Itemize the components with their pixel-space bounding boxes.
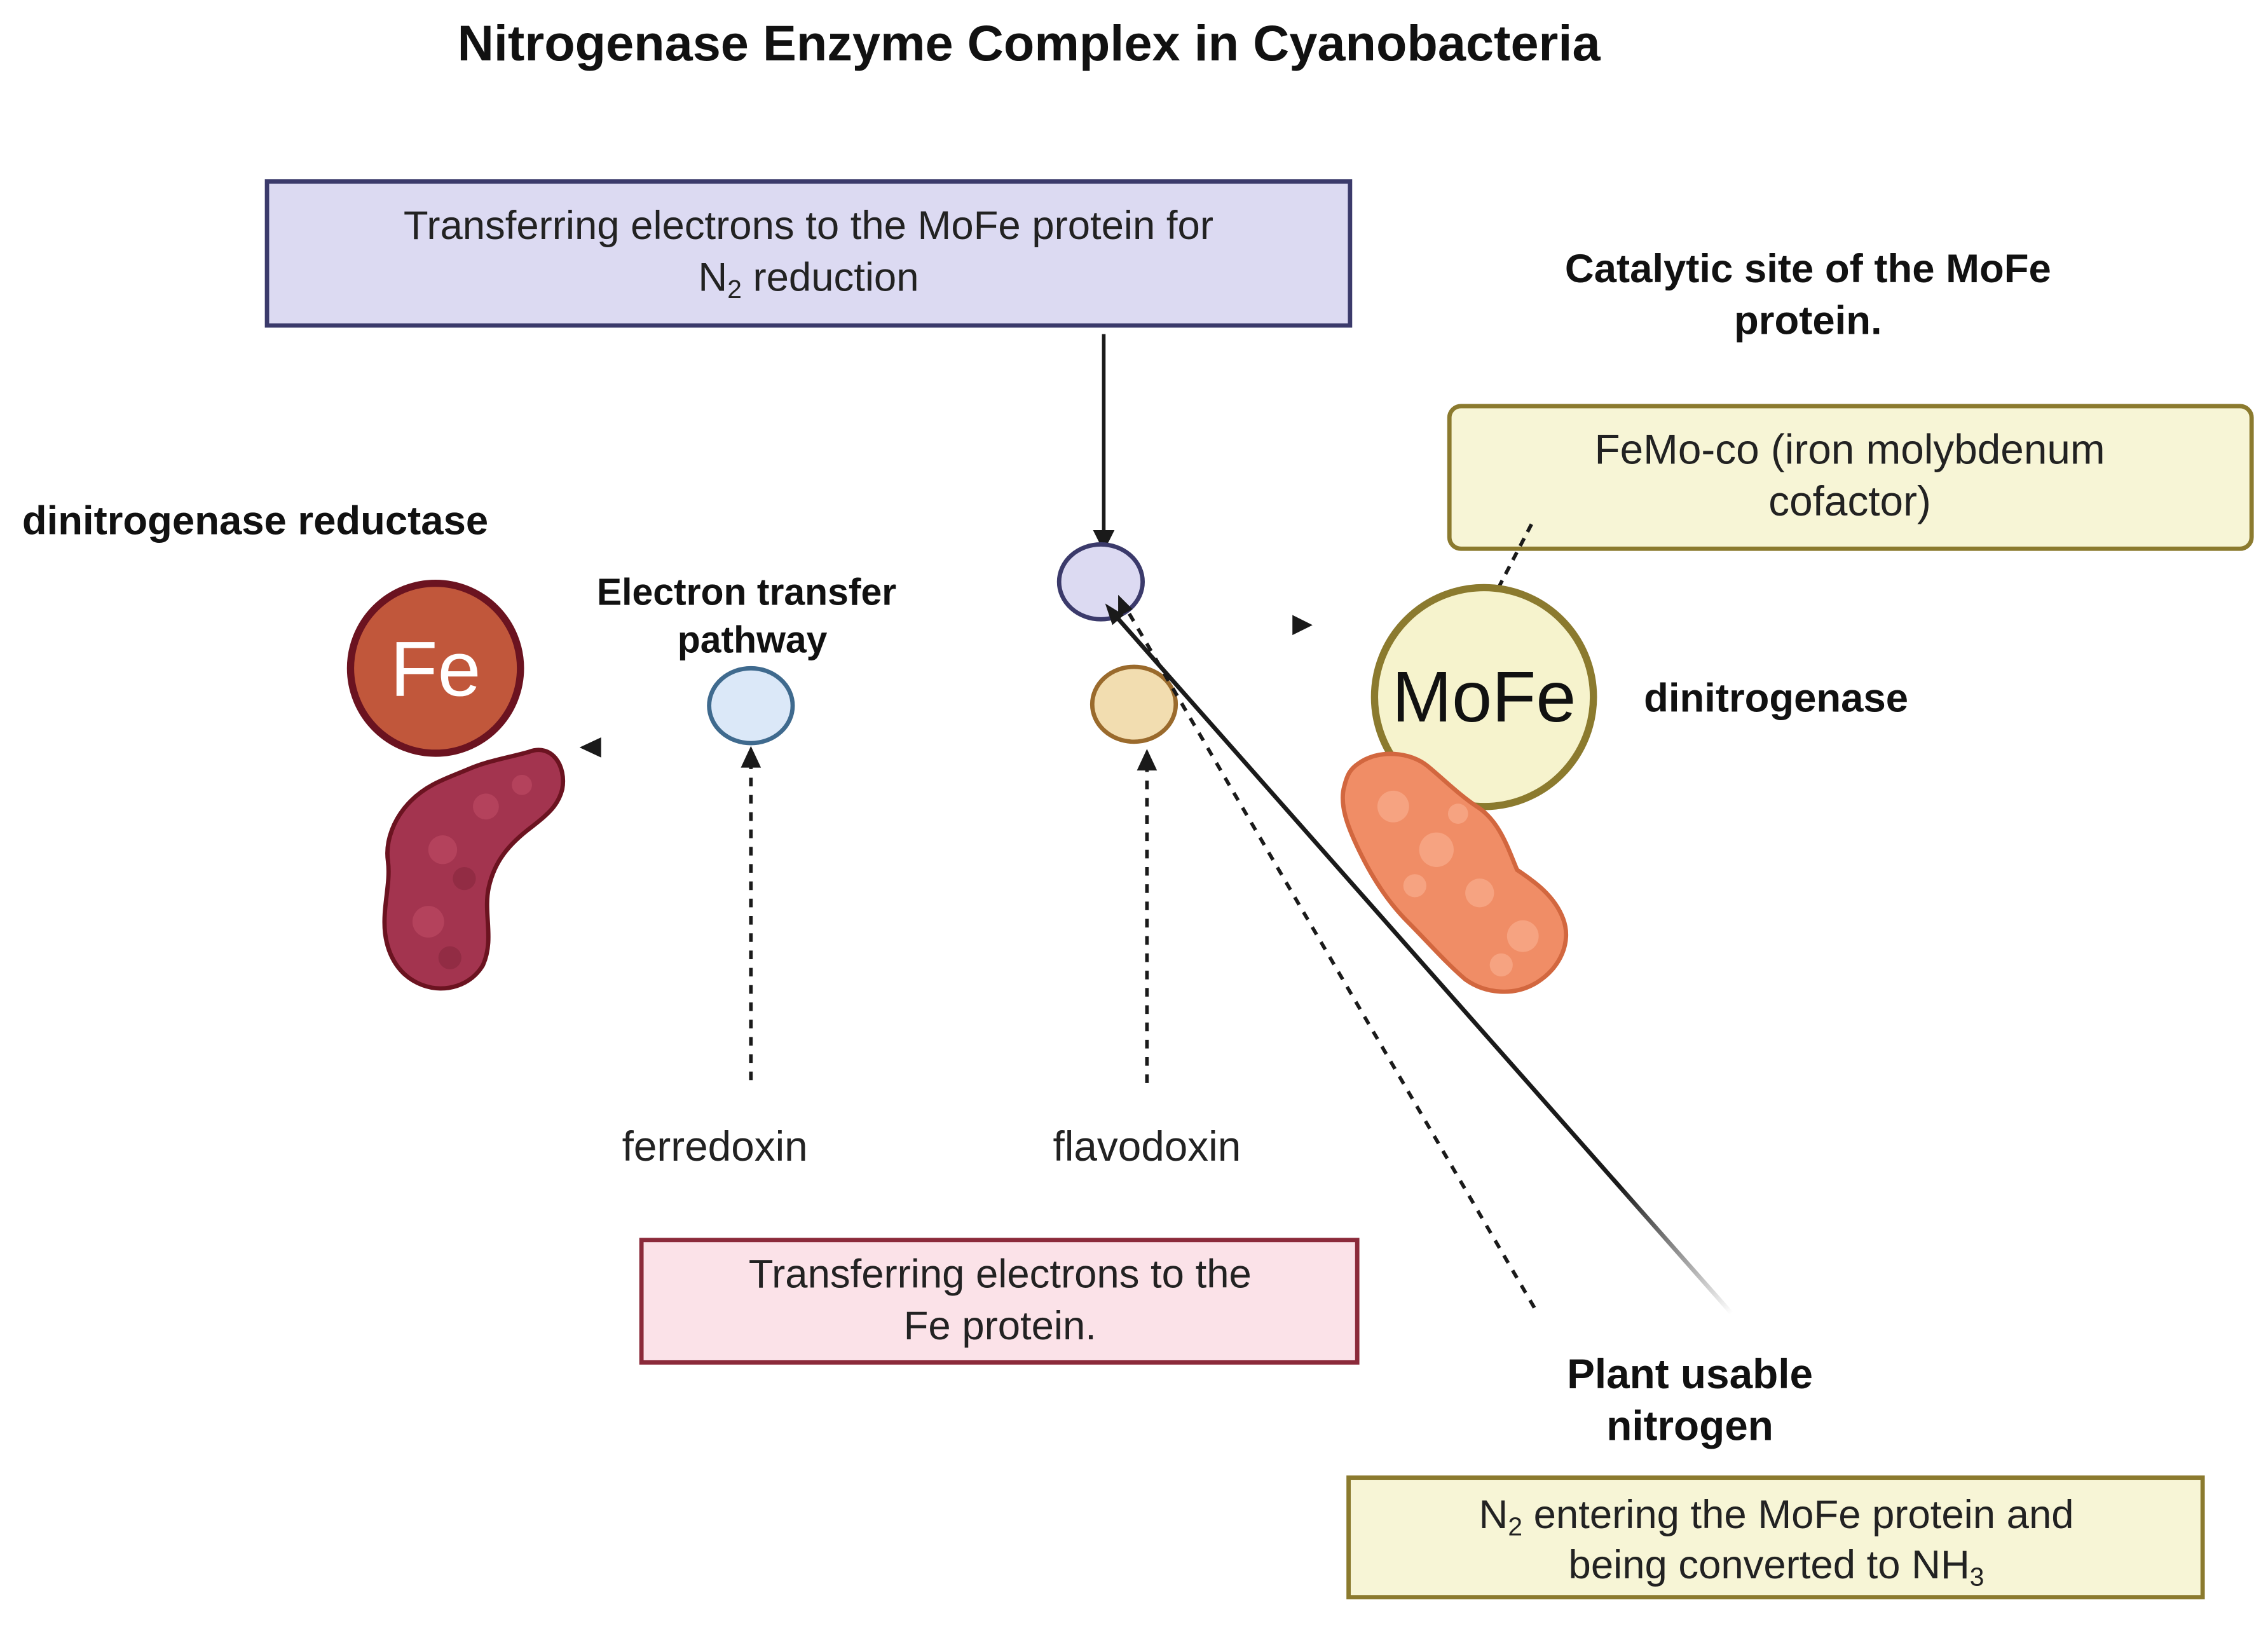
plant-usable-nitrogen-line (1121, 601, 1536, 1309)
flavodoxin-arrowhead (1137, 749, 1158, 771)
return-arrowhead (579, 737, 601, 758)
n2-entering-symbol: N (1479, 1493, 1508, 1537)
mofe-circle-label: MoFe (1392, 657, 1576, 737)
plant-usable-label-line1: Plant usable (1567, 1351, 1813, 1397)
nh3-text: being converted to NH (1569, 1543, 1970, 1587)
fe-transfer-box-frame (639, 1238, 1360, 1365)
femoco-box-line1: FeMo-co (iron molybdenum (1594, 427, 2105, 473)
femoco-box-frame (1447, 404, 2254, 551)
flavodoxin-circle (1090, 664, 1178, 744)
dinitrogenase-label: dinitrogenase (1644, 676, 1908, 720)
fe-protein-circle (346, 579, 524, 757)
n2-entering-box-frame (1346, 1475, 2205, 1600)
mofe-transfer-box-line1: Transferring electrons to the MoFe prote… (404, 203, 1213, 248)
femoco-box: FeMo-co (iron molybdenum cofactor) (1447, 404, 2254, 551)
femoco-dotted-arrow (1494, 523, 1533, 594)
n2-entering-box-line2: being converted to NH3 (1569, 1543, 1984, 1591)
n2-subscript: 2 (727, 275, 742, 304)
n2-entering-arrowhead (1105, 603, 1124, 625)
mofe-protein-circle (1370, 584, 1597, 810)
diagram-title: Nitrogenase Enzyme Complex in Cyanobacte… (458, 15, 1601, 71)
fe-transfer-box: Transferring electrons to the Fe protein… (639, 1238, 1360, 1365)
catalytic-site-label-line1: Catalytic site of the MoFe (1565, 247, 2051, 291)
n2-symbol: N (698, 256, 727, 300)
flavodoxin-label: flavodoxin (1053, 1123, 1241, 1170)
ferredoxin-arrowhead (741, 746, 762, 768)
mofe-protein-blob (1340, 751, 1569, 994)
catalytic-site-label-line2: protein. (1734, 299, 1882, 343)
n2-entering-box: N2 entering the MoFe protein and being c… (1346, 1475, 2205, 1600)
mofe-transfer-box: Transferring electrons to the MoFe prote… (264, 179, 1353, 328)
nh3-subscript: 3 (1970, 1562, 1984, 1592)
dinitrogenase-reductase-label: dinitrogenase reductase (22, 499, 488, 543)
plant-usable-nitrogen-arrowhead (1118, 594, 1133, 617)
n2-entering-text: entering the MoFe protein and (1522, 1493, 2074, 1537)
n2-entering-box-line1: N2 entering the MoFe protein and (1479, 1493, 2073, 1541)
mofe-transfer-box-frame (264, 179, 1353, 328)
fe-protein-blob (382, 748, 566, 991)
fe-circle-label: Fe (390, 625, 481, 712)
femoco-box-line2: cofactor) (1768, 478, 1931, 524)
ferredoxin-label: ferredoxin (622, 1123, 808, 1170)
plant-usable-label-line2: nitrogen (1606, 1403, 1773, 1449)
ferredoxin-circle (707, 666, 795, 746)
mofe-transfer-box-line2: N2 reduction (698, 256, 919, 304)
fe-transfer-box-line2: Fe protein. (904, 1304, 1096, 1348)
n2-entering-line (1109, 609, 1733, 1315)
fe-transfer-box-line1: Transferring electrons to the (749, 1252, 1252, 1297)
n2-entering-subscript: 2 (1508, 1512, 1522, 1541)
reduction-text: reduction (742, 256, 919, 300)
forward-arrowhead (1292, 615, 1313, 636)
electron-transfer-label-line1: Electron transfer (597, 572, 896, 613)
